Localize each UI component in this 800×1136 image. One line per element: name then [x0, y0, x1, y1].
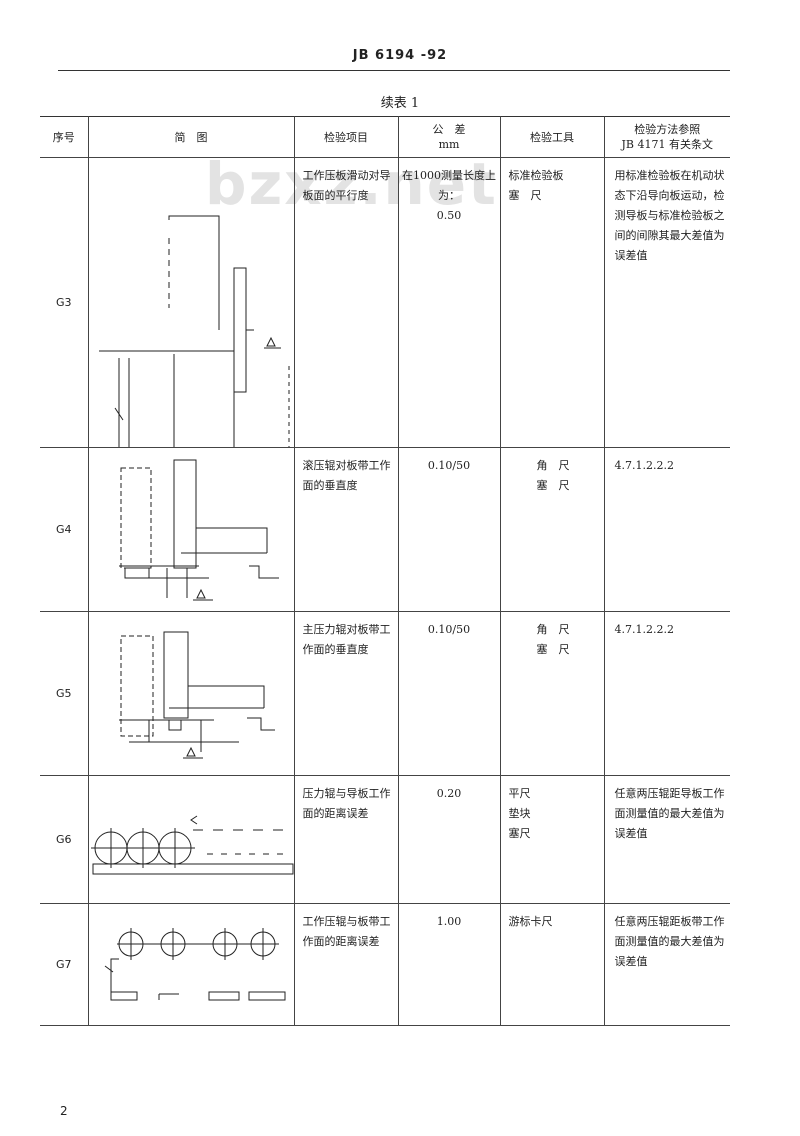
row-item: 工作压辊与板带工作面的距离误差: [294, 903, 399, 1026]
row-tools: 平尺 垫块 塞尺: [500, 775, 605, 904]
col-header-seq: 序号: [40, 116, 89, 158]
table-row: G4 滚压辊对板带工作面的垂直度 0.10/50: [40, 447, 730, 612]
row-tolerance: 在1000测量长度上为： 0.50: [398, 157, 501, 448]
diagram-g7-drawing: [104, 928, 285, 1001]
row-method: 4.7.1.2.2.2: [604, 447, 730, 612]
header-rule: [58, 70, 730, 71]
diagram-g5-drawing: [118, 631, 275, 759]
diagram-g6-drawing: [90, 815, 293, 875]
row-tools: 角 尺 塞 尺: [500, 447, 605, 612]
col-header-diagram: 简 图: [88, 116, 295, 158]
row-tolerance: 0.10/50: [398, 447, 501, 612]
row-tools: 角 尺 塞 尺: [500, 611, 605, 776]
row-method: 任意两压辊距板带工作面测量值的最大差值为误差值: [604, 903, 730, 1026]
col-header-method: 检验方法参照 JB 4171 有关条文: [604, 116, 730, 158]
row-item: 主压力辊对板带工作面的垂直度: [294, 611, 399, 776]
row-method: 任意两压辊距导板工作面测量值的最大差值为误差值: [604, 775, 730, 904]
inspection-table: 序号 简 图 检验项目 公 差 mm 检验工具 检验方法参照 JB 4171 有…: [40, 116, 730, 1026]
diagram-g5: [88, 611, 295, 776]
row-tolerance: 0.10/50: [398, 611, 501, 776]
row-tools: 标准检验板 塞 尺: [500, 157, 605, 448]
row-item: 工作压板滑动对导板面的平行度: [294, 157, 399, 448]
diagram-g4-drawing: [118, 459, 279, 601]
table-row: G6 压力辊与导板工作面的距离误差 0.20 平尺 垫块 塞尺 任意两压辊距导板…: [40, 775, 730, 904]
table-row: G7 工作压辊与板带工作面的距离误差 1.00 游标卡尺 任意两压辊: [40, 903, 730, 1026]
row-tolerance: 0.20: [398, 775, 501, 904]
diagram-g7: [88, 903, 295, 1026]
diagram-g6: [88, 775, 295, 904]
row-tolerance: 1.00: [398, 903, 501, 1026]
page-number: 2: [60, 1104, 68, 1118]
col-header-tolerance: 公 差 mm: [398, 116, 501, 158]
row-item: 滚压辊对板带工作面的垂直度: [294, 447, 399, 612]
diagram-g4: [88, 447, 295, 612]
table-row: G5 主压力辊对板带工作面的垂直度 0.10/5: [40, 611, 730, 776]
row-seq: G6: [40, 775, 89, 904]
table-row: G3 工作压板滑: [40, 157, 730, 448]
col-header-item: 检验项目: [294, 116, 399, 158]
row-seq: G5: [40, 611, 89, 776]
diagram-g3-drawing: [98, 215, 289, 447]
standard-number: JB 6194 -92: [352, 48, 448, 63]
diagram-g3: [88, 157, 295, 448]
col-header-tools: 检验工具: [500, 116, 605, 158]
row-item: 压力辊与导板工作面的距离误差: [294, 775, 399, 904]
row-seq: G4: [40, 447, 89, 612]
row-seq: G7: [40, 903, 89, 1026]
row-method: 4.7.1.2.2.2: [604, 611, 730, 776]
row-seq: G3: [40, 157, 89, 448]
table-header-row: 序号 简 图 检验项目 公 差 mm 检验工具 检验方法参照 JB 4171 有…: [40, 116, 730, 158]
row-method: 用标准检验板在机动状态下沿导向板运动，检测导板与标准检验板之间的间隙其最大差值为…: [604, 157, 730, 448]
row-tools: 游标卡尺: [500, 903, 605, 1026]
table-continuation-title: 续表 1: [380, 96, 420, 111]
